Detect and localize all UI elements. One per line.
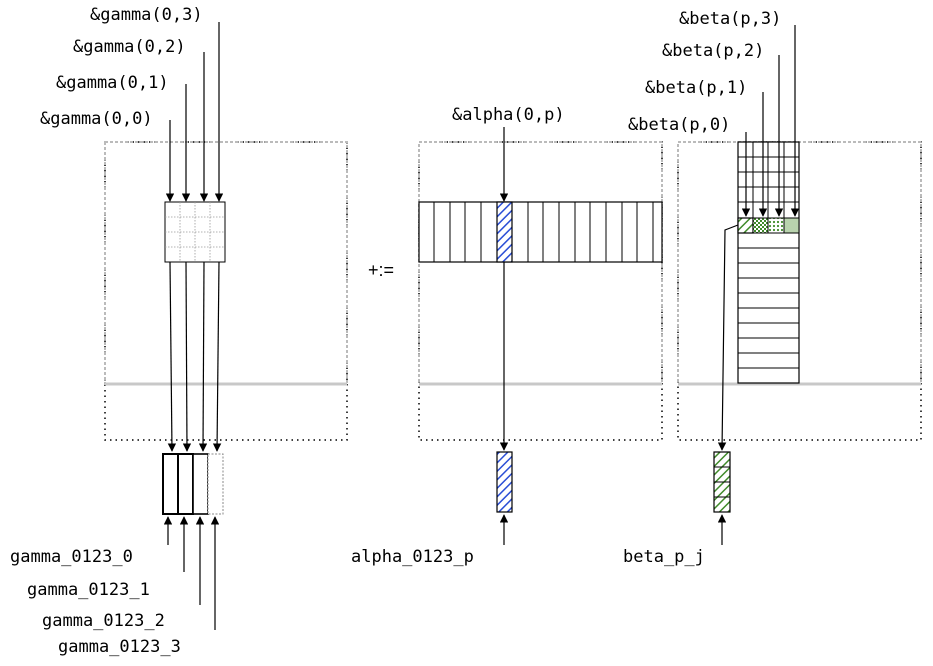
gamma-outer-box [104,141,348,441]
beta-label-0: &beta(p,0) [628,115,730,135]
gamma-registers [162,453,224,515]
alpha-outer-box [418,141,663,441]
beta-panel: &beta(p,3) &beta(p,2) &beta(p,1) &beta(p… [623,9,922,567]
beta-label-2: &beta(p,2) [662,41,764,61]
gamma-load-arrow-3 [212,261,222,452]
gamma-reg-label-2: gamma_0123_2 [42,611,165,631]
gamma-inner-box [104,141,348,385]
gamma-load-arrow-2 [198,261,208,452]
beta-register [713,451,731,513]
beta-row-p [737,217,800,234]
beta-label-1: &beta(p,1) [645,78,747,98]
gamma-label-2: &gamma(0,2) [73,37,186,57]
gamma-label-3: &gamma(0,3) [90,5,203,25]
update-operator: +:= [368,260,394,280]
gamma-microtile [164,201,226,263]
gamma-load-arrow-0 [167,261,177,452]
gamma-label-0: &gamma(0,0) [40,109,153,129]
gamma-panel: &gamma(0,3) &gamma(0,2) &gamma(0,1) &gam… [10,5,348,657]
beta-bottom-label: beta_p_j [623,547,705,567]
alpha-row-panel [418,201,663,263]
gamma-reg-label-3: gamma_0123_3 [58,637,181,657]
alpha-register [496,451,513,513]
beta-column-panel [737,141,800,384]
gamma-reg-label-0: gamma_0123_0 [10,547,133,567]
beta-label-3: &beta(p,3) [679,9,781,29]
gamma-reg-label-1: gamma_0123_1 [27,580,150,600]
gamma-label-1: &gamma(0,1) [56,73,169,93]
alpha-column-p [496,201,513,263]
alpha-panel: &alpha(0,p) alpha_0123_p [351,105,663,567]
gamma-load-arrow-1 [182,261,192,452]
alpha-top-label: &alpha(0,p) [452,105,565,125]
alpha-bottom-label: alpha_0123_p [351,547,474,567]
beta-broadcast-arrow [717,224,739,451]
alpha-inner-box [418,141,663,385]
